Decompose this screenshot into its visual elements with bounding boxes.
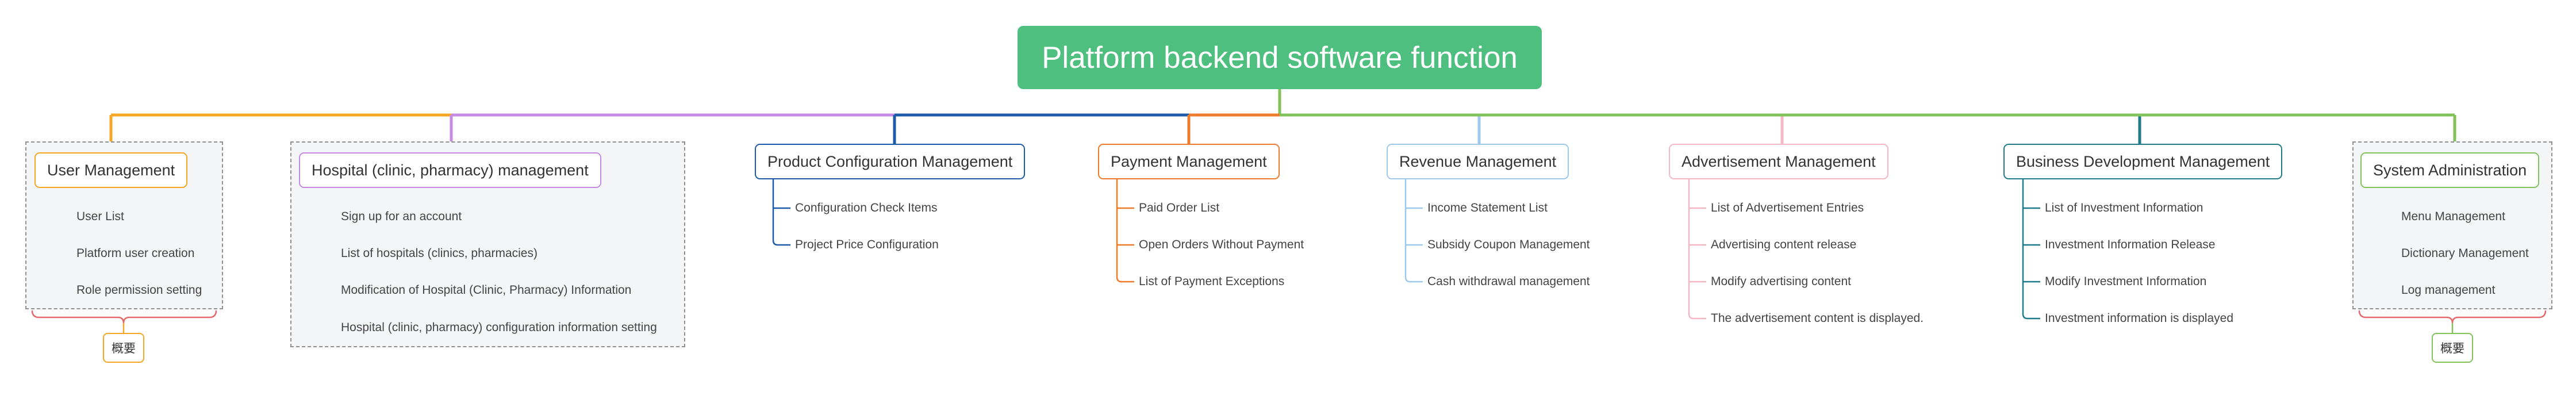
leaf-trunk-4: [1404, 179, 1423, 283]
leaf-investment-information-list[interactable]: List of Investment Information: [2045, 201, 2203, 214]
leaf-modify-hospital-info[interactable]: Modification of Hospital (Clinic, Pharma…: [341, 283, 632, 297]
leaf-menu-management[interactable]: Menu Management: [2401, 210, 2505, 223]
leaf-cash-withdrawal-management[interactable]: Cash withdrawal management: [1427, 275, 1590, 288]
leaf-platform-user-creation[interactable]: Platform user creation: [76, 247, 195, 260]
branch-label: Advertisement Management: [1681, 152, 1876, 170]
leaf-advertisement-entries[interactable]: List of Advertisement Entries: [1711, 201, 1864, 214]
leaf-user-list[interactable]: User List: [76, 210, 124, 223]
leaf-configuration-check-items[interactable]: Configuration Check Items: [795, 201, 938, 214]
branch-user-management[interactable]: User Management: [34, 152, 188, 188]
branch-payment-management[interactable]: Payment Management: [1098, 144, 1280, 179]
leaf-project-price-configuration[interactable]: Project Price Configuration: [795, 238, 939, 251]
branch-label: User Management: [47, 161, 175, 179]
leaf-role-permission-setting[interactable]: Role permission setting: [76, 283, 202, 297]
leaf-hospital-config-setting[interactable]: Hospital (clinic, pharmacy) configuratio…: [341, 321, 657, 334]
branch-label: System Administration: [2373, 161, 2527, 179]
branch-label: Payment Management: [1111, 152, 1267, 170]
branch-system-administration[interactable]: System Administration: [2360, 152, 2540, 188]
root-topic[interactable]: Platform backend software function: [1018, 26, 1542, 89]
branch-label: Business Development Management: [2016, 152, 2270, 170]
branch-revenue-management[interactable]: Revenue Management: [1387, 144, 1569, 179]
summary-bracket-user-management: [31, 310, 217, 324]
leaf-advertising-content-release[interactable]: Advertising content release: [1711, 238, 1857, 251]
leaf-income-statement-list[interactable]: Income Statement List: [1427, 201, 1548, 214]
leaf-open-orders-without-payment[interactable]: Open Orders Without Payment: [1139, 238, 1304, 251]
leaf-investment-information-release[interactable]: Investment Information Release: [2045, 238, 2216, 251]
branch-product-configuration[interactable]: Product Configuration Management: [755, 144, 1026, 179]
branch-advertisement-management[interactable]: Advertisement Management: [1669, 144, 1888, 179]
branch-label: Product Configuration Management: [767, 152, 1013, 170]
branch-label: Revenue Management: [1399, 152, 1557, 170]
leaf-trunk-2: [772, 179, 790, 246]
branch-business-development[interactable]: Business Development Management: [2003, 144, 2283, 179]
leaf-modify-investment-information[interactable]: Modify Investment Information: [2045, 275, 2207, 288]
summary-bracket-system-administration: [2358, 310, 2547, 324]
leaf-dictionary-management[interactable]: Dictionary Management: [2401, 247, 2529, 260]
leaf-trunk-3: [1116, 179, 1134, 283]
leaf-advertisement-displayed[interactable]: The advertisement content is displayed.: [1711, 312, 1924, 325]
leaf-trunk-6: [2022, 179, 2040, 320]
summary-label: 概要: [112, 342, 136, 355]
summary-user-management[interactable]: 概要: [103, 333, 144, 363]
leaf-subsidy-coupon-management[interactable]: Subsidy Coupon Management: [1427, 238, 1590, 251]
branch-label: Hospital (clinic, pharmacy) management: [312, 161, 589, 179]
leaf-trunk-5: [1688, 179, 1706, 320]
leaf-payment-exceptions[interactable]: List of Payment Exceptions: [1139, 275, 1285, 288]
leaf-investment-information-displayed[interactable]: Investment information is displayed: [2045, 312, 2233, 325]
summary-label: 概要: [2440, 342, 2464, 355]
branch-hospital-management[interactable]: Hospital (clinic, pharmacy) management: [299, 152, 601, 188]
leaf-sign-up-account[interactable]: Sign up for an account: [341, 210, 462, 223]
leaf-log-management[interactable]: Log management: [2401, 283, 2496, 297]
leaf-list-of-hospitals[interactable]: List of hospitals (clinics, pharmacies): [341, 247, 538, 260]
leaf-paid-order-list[interactable]: Paid Order List: [1139, 201, 1220, 214]
root-topic-label: Platform backend software function: [1042, 40, 1518, 75]
leaf-modify-advertising-content[interactable]: Modify advertising content: [1711, 275, 1851, 288]
summary-system-administration[interactable]: 概要: [2432, 333, 2473, 363]
